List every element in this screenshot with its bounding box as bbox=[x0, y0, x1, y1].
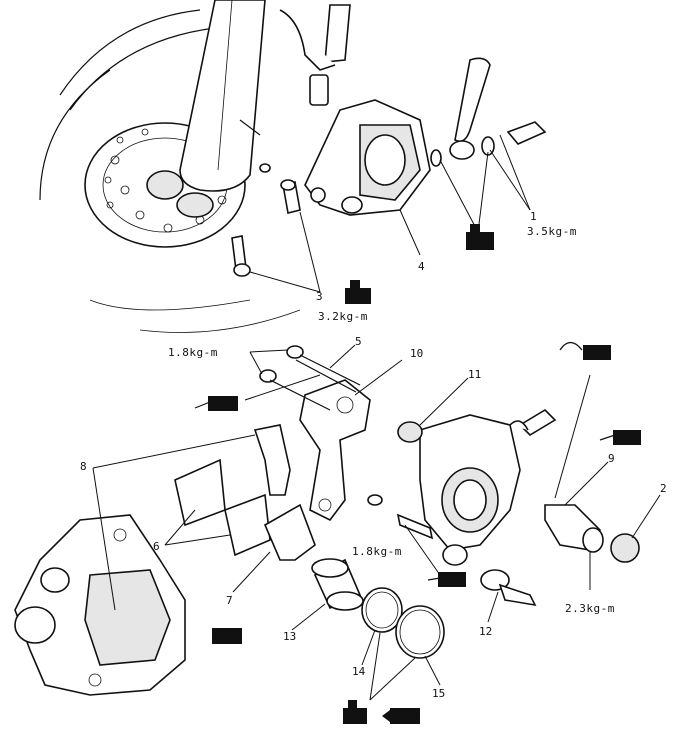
grease-tube-icon bbox=[382, 708, 420, 724]
dust-boot bbox=[397, 421, 423, 443]
caliper-mounting-bolts bbox=[231, 163, 301, 277]
torque-label-3: 3.2kg-m bbox=[318, 310, 368, 323]
torque-label-9: 2.3kg-m bbox=[565, 602, 615, 615]
callout-10: 10 bbox=[410, 347, 423, 360]
sealant-icon bbox=[466, 224, 494, 250]
callout-4: 4 bbox=[418, 260, 425, 273]
pin-bolt bbox=[259, 345, 361, 411]
callout-2: 2 bbox=[660, 482, 667, 495]
upper-caliper bbox=[304, 99, 431, 216]
callout-11: 11 bbox=[468, 368, 481, 381]
sealant-icon bbox=[345, 280, 371, 304]
callout-15: 15 bbox=[432, 687, 445, 700]
rubber-cap bbox=[610, 533, 640, 563]
upper-leader-lines bbox=[249, 134, 531, 293]
brake-hose bbox=[279, 4, 491, 160]
callout-1: 1 bbox=[530, 210, 537, 223]
lower-leader-lines bbox=[92, 344, 661, 701]
torque-label-bleeder: 1.8kg-m bbox=[352, 545, 402, 558]
front-wheel-assembly bbox=[39, 0, 547, 333]
callout-13: 13 bbox=[283, 630, 296, 643]
callout-5: 5 bbox=[355, 335, 362, 348]
slide-pin bbox=[544, 504, 604, 553]
torque-wrench-icon bbox=[194, 396, 238, 411]
piston bbox=[311, 558, 364, 611]
bleeder-bolt bbox=[367, 494, 434, 540]
callout-3: 3 bbox=[316, 290, 323, 303]
piston-seal bbox=[395, 605, 445, 659]
banjo-bolt bbox=[430, 121, 547, 167]
callout-7: 7 bbox=[226, 594, 233, 607]
dust-seal bbox=[361, 587, 403, 633]
caliper-housing bbox=[14, 514, 186, 696]
callout-8: 8 bbox=[80, 460, 87, 473]
brake-fluid-icon bbox=[559, 341, 611, 360]
caliper-bracket bbox=[299, 379, 371, 522]
torque-wrench-icon bbox=[599, 430, 641, 445]
dust-seal-inner bbox=[365, 591, 399, 629]
piston-seal-inner bbox=[399, 609, 441, 655]
torque-label-1: 3.5kg-m bbox=[527, 225, 577, 238]
caliper-body bbox=[419, 414, 521, 566]
callout-6: 6 bbox=[153, 540, 160, 553]
front-fork bbox=[176, 0, 266, 218]
callout-12: 12 bbox=[479, 625, 492, 638]
grease-tube-icon bbox=[212, 628, 242, 644]
pad-bolt bbox=[480, 569, 537, 607]
brake-pads bbox=[174, 458, 271, 557]
pad-shim bbox=[263, 503, 316, 561]
callout-9: 9 bbox=[608, 452, 615, 465]
pad-spring bbox=[253, 424, 291, 496]
torque-wrench-icon bbox=[427, 572, 466, 587]
torque-label-5: 1.8kg-m bbox=[168, 346, 218, 359]
callout-14: 14 bbox=[352, 665, 366, 678]
exploded-caliper bbox=[14, 345, 640, 696]
bleeder-valve bbox=[509, 408, 557, 437]
sealant-icon bbox=[343, 700, 367, 724]
